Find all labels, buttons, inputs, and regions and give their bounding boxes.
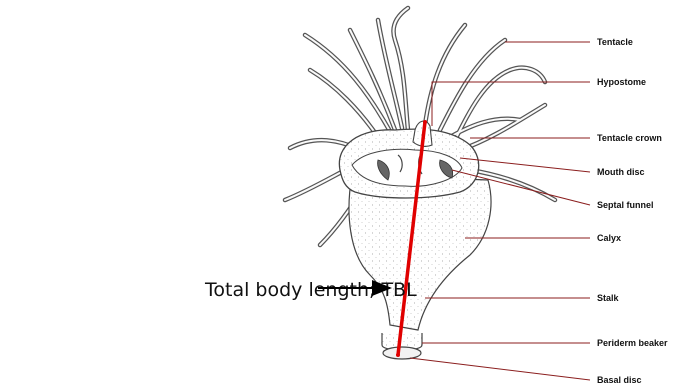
leader-basal-disc bbox=[410, 358, 590, 380]
tentacle bbox=[440, 40, 505, 130]
tbl-annotation-text: Total body length; TBL bbox=[204, 279, 417, 301]
label-tentacle-crown: Tentacle crown bbox=[597, 133, 662, 143]
label-periderm-beaker: Periderm beaker bbox=[597, 338, 668, 348]
label-hypostome: Hypostome bbox=[597, 77, 646, 87]
label-stalk: Stalk bbox=[597, 293, 620, 303]
label-septal-funnel: Septal funnel bbox=[597, 200, 654, 210]
tentacle bbox=[305, 35, 392, 135]
label-basal-disc: Basal disc bbox=[597, 375, 642, 385]
tentacle bbox=[425, 25, 465, 125]
label-tentacle: Tentacle bbox=[597, 37, 633, 47]
tentacle bbox=[310, 70, 380, 140]
label-calyx: Calyx bbox=[597, 233, 621, 243]
label-mouth-disc: Mouth disc bbox=[597, 167, 645, 177]
basal-disc bbox=[383, 347, 421, 359]
